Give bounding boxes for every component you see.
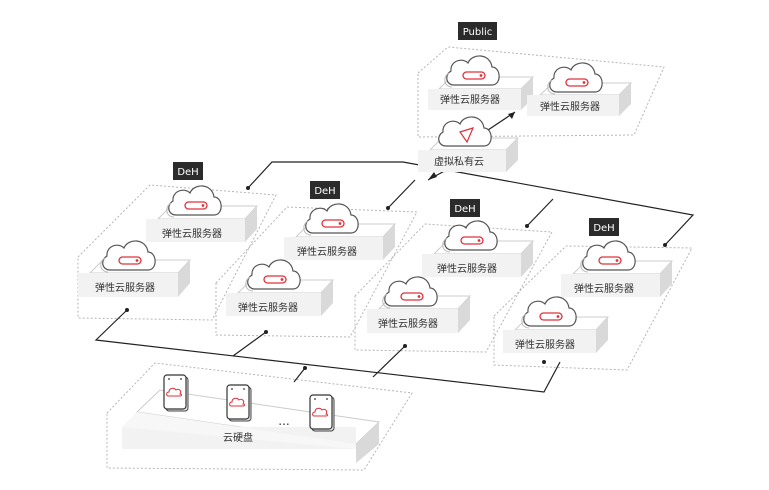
tag-deh-3: DeH (450, 199, 480, 217)
cloud-server-icon (442, 220, 498, 253)
deh1-ecs-2[interactable]: 弹性云服务器 (78, 240, 192, 297)
deh3-ecs-2[interactable]: 弹性云服务器 (367, 276, 472, 333)
ecs-label: 弹性云服务器 (540, 100, 600, 113)
tag-public: Public (458, 22, 497, 40)
tag-deh-2: DeH (310, 181, 340, 199)
deh-group-1-outline (77, 184, 277, 321)
tag-deh-4: DeH (589, 218, 619, 236)
cloud-server-icon (521, 296, 577, 329)
cloud-server-icon (303, 203, 359, 236)
cloud-disk-icon (309, 394, 335, 432)
cloud-disk-icon (163, 374, 189, 412)
cloud-server-icon (547, 62, 603, 95)
cloud-server-icon (444, 55, 500, 88)
storage-group-outline (106, 362, 413, 471)
ecs-label: 弹性云服务器 (437, 262, 497, 275)
deh4-ecs-1[interactable]: 弹性云服务器 (561, 240, 674, 297)
link-deh3-storage (372, 345, 406, 378)
ecs-label: 弹性云服务器 (378, 317, 438, 330)
ecs-label: 弹性云服务器 (515, 338, 575, 351)
ecs-label: 弹性云服务器 (574, 282, 634, 295)
ecs-label: 弹性云服务器 (440, 93, 500, 106)
deh2-ecs-2[interactable]: 弹性云服务器 (226, 259, 335, 316)
ecs-label: 弹性云服务器 (95, 281, 155, 294)
cloud-server-icon (382, 276, 438, 309)
deh1-ecs-1[interactable]: 弹性云服务器 (146, 185, 259, 242)
svg-text:DeH: DeH (314, 186, 335, 197)
cloud-vpc-icon (438, 116, 492, 147)
svg-text:DeH: DeH (454, 204, 475, 215)
cloud-server-icon (245, 259, 301, 292)
cloud-server-icon (100, 240, 156, 273)
cloud-disk-icon (226, 384, 252, 422)
link-bus-storage (293, 367, 306, 383)
deh3-ecs-1[interactable]: 弹性云服务器 (422, 220, 535, 277)
link-deh2 (387, 179, 416, 209)
evs-label: 云硬盘 (223, 431, 253, 444)
link-deh3 (526, 198, 554, 227)
public-group-outline (417, 46, 665, 138)
svg-text:Public: Public (463, 27, 493, 38)
arrow-public (508, 112, 515, 119)
vpc-box[interactable]: 虚拟私有云 (418, 116, 520, 172)
deh-group-4-outline (493, 245, 693, 371)
cloud-server-icon (166, 185, 222, 218)
link-deh2-storage (232, 331, 267, 357)
vpc-label: 虚拟私有云 (434, 155, 484, 168)
tag-deh-1: DeH (173, 162, 203, 180)
public-ecs-1[interactable]: 弹性云服务器 (428, 55, 535, 110)
backbone-line (247, 161, 695, 246)
cloud-server-icon (580, 240, 636, 273)
ellipsis-text: ... (278, 414, 289, 428)
deh4-ecs-2[interactable]: 弹性云服务器 (503, 296, 610, 353)
deh-group-3-outline (354, 223, 553, 353)
storage-bus-line (94, 309, 561, 393)
svg-text:DeH: DeH (177, 167, 198, 178)
arrow-vpc (428, 172, 437, 180)
ecs-label: 弹性云服务器 (297, 245, 357, 258)
ecs-label: 弹性云服务器 (162, 227, 222, 240)
deh-group-2-outline (215, 206, 418, 338)
public-ecs-2[interactable]: 弹性云服务器 (527, 62, 633, 116)
ecs-label: 弹性云服务器 (238, 301, 298, 314)
svg-text:DeH: DeH (593, 223, 614, 234)
deh2-ecs-1[interactable]: 弹性云服务器 (284, 203, 397, 260)
